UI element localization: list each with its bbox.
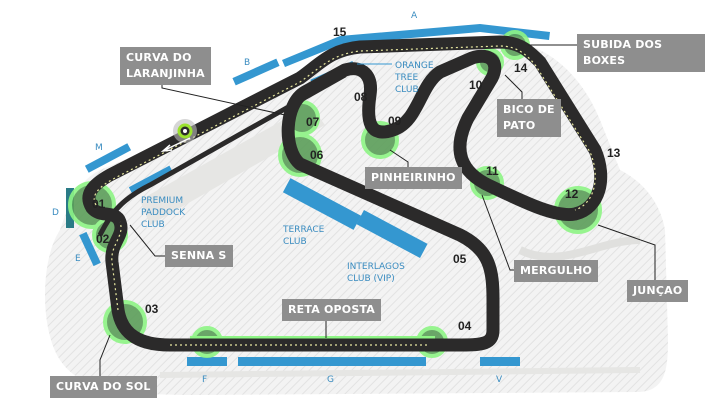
turn-05: 05: [453, 252, 467, 266]
stand-g[interactable]: [238, 357, 426, 366]
turn-15: 15: [333, 25, 347, 39]
premium-paddock-line3: CLUB: [141, 220, 165, 230]
stand-label-d: D: [52, 208, 59, 218]
turn-12: 12: [565, 187, 579, 201]
stand-interlagos[interactable]: [356, 210, 428, 258]
stand-terrace[interactable]: [282, 178, 362, 230]
pit-lane: [97, 72, 347, 237]
stand-v[interactable]: [480, 357, 520, 366]
orange-tree-club-line3: CLUB: [395, 85, 419, 95]
stand-label-v: V: [496, 375, 503, 385]
turn-11: 11: [486, 164, 499, 178]
label-line: CURVA DO: [126, 51, 192, 64]
label-line: BICO DE: [503, 103, 555, 116]
orange-tree-club-line1: ORANGE: [395, 61, 434, 71]
stand-m[interactable]: [84, 143, 132, 173]
premium-paddock-line1: PREMIUM: [141, 196, 183, 206]
infield-road: [518, 236, 641, 261]
stand-e[interactable]: [79, 231, 101, 267]
turn-08: 08: [354, 90, 368, 104]
turn-02: 02: [96, 232, 110, 246]
turn-03: 03: [145, 302, 159, 316]
stand-label-a: A: [411, 11, 418, 21]
direction-arrow-icon: [160, 137, 191, 153]
interlagos-club-line1: INTERLAGOS: [347, 262, 405, 272]
stand-label-g: G: [327, 375, 334, 385]
label-line: LARANJINHA: [126, 67, 205, 80]
label-subida-dos-boxes: SUBIDA DOS BOXES: [577, 34, 705, 72]
turn-10: 10: [469, 78, 483, 92]
turn-06: 06: [310, 148, 324, 162]
stand-label-m: M: [95, 143, 103, 153]
turn-01: 01: [92, 197, 106, 211]
infield-road: [159, 367, 641, 378]
paddock-area: [140, 105, 325, 225]
stand-b[interactable]: [232, 58, 280, 86]
label-senna-s: SENNA S: [165, 245, 233, 267]
stand-label-b: B: [244, 58, 250, 68]
label-pinheirinho: PINHEIRINHO: [365, 167, 462, 189]
label-reta-oposta: RETA OPOSTA: [282, 299, 382, 321]
turn-07: 07: [306, 115, 320, 129]
racing-line: [93, 45, 596, 346]
stand-a[interactable]: [282, 24, 550, 67]
label-bico-de-pato: BICO DE PATO: [497, 99, 561, 137]
stand-premium-paddock[interactable]: [128, 165, 174, 195]
start-line-marker: [173, 119, 197, 143]
premium-paddock-line2: PADDOCK: [141, 208, 186, 218]
label-juncao: JUNÇAO: [627, 280, 689, 302]
label-line: PATO: [503, 119, 536, 132]
race-track: [82, 35, 608, 352]
turn-13: 13: [607, 146, 621, 160]
interlagos-club-line2: CLUB (VIP): [347, 274, 395, 284]
stand-f[interactable]: [187, 357, 227, 366]
label-mergulho: MERGULHO: [514, 260, 599, 282]
turn-04: 04: [458, 319, 472, 333]
turn-14: 14: [514, 61, 528, 75]
leader-lines: [99, 44, 656, 377]
label-curva-do-sol: CURVA DO SOL: [50, 376, 157, 398]
terrace-club-line1: TERRACE: [282, 225, 325, 235]
grandstands: [66, 24, 550, 366]
orange-tree-club-line2: TREE: [394, 73, 418, 83]
stand-label-e: E: [75, 254, 81, 264]
turn-09: 09: [388, 114, 402, 128]
label-curva-do-laranjinha: CURVA DO LARANJINHA: [120, 47, 211, 85]
terrace-club-line2: CLUB: [283, 237, 307, 247]
stand-label-f: F: [202, 375, 207, 385]
